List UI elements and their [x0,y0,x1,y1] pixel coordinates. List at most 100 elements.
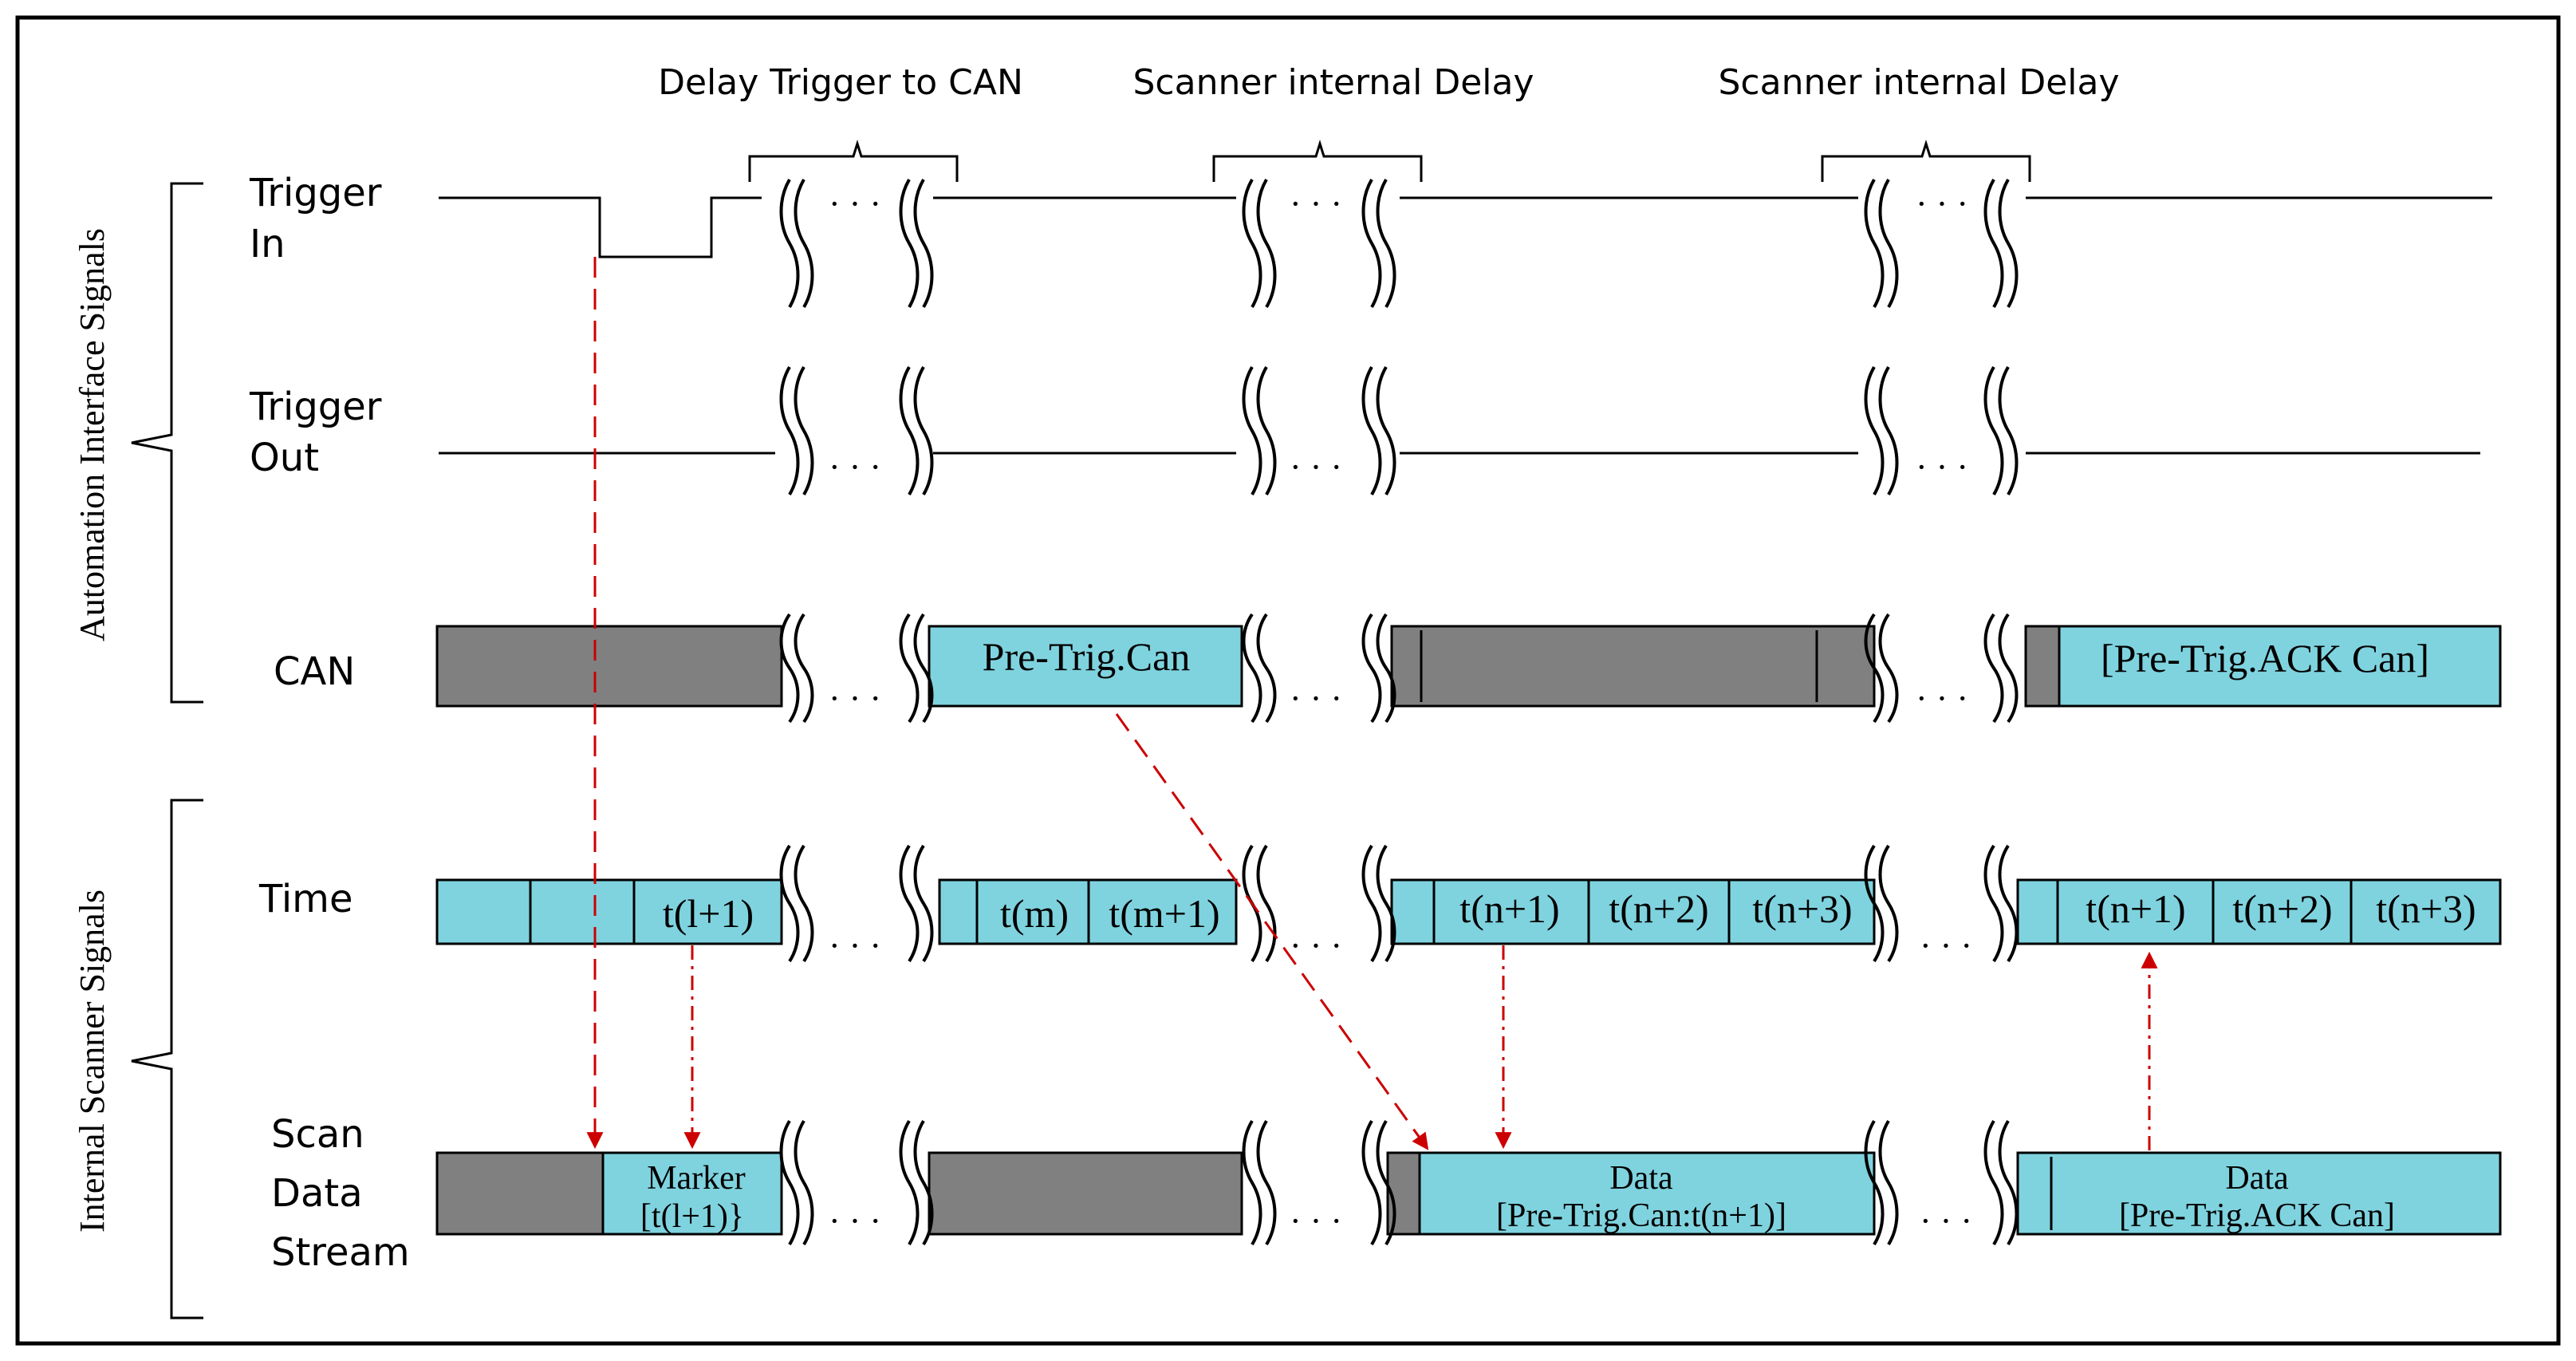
can-pre-trig-frame [928,625,1243,708]
break-wave-0-0-1 [794,178,814,309]
can-ack-frame [2058,625,2502,708]
break-dots-5: · · · [1290,448,1342,487]
break-dots-13: · · · [829,1201,881,1241]
break-wave-0-1-7 [1376,178,1396,309]
break-dots-14: · · · [1290,1201,1342,1241]
break-wave-4-1-55 [1376,1119,1396,1246]
break-dots-9: · · · [1916,679,1968,718]
break-wave-4-2-57 [1878,1119,1899,1246]
can-row [435,625,2502,708]
break-wave-3-0-38 [899,844,920,963]
break-wave-2-1-30 [1361,613,1382,724]
time-seg-4 [2016,878,2502,945]
break-wave-2-2-33 [1878,613,1899,724]
break-wave-2-1-31 [1376,613,1396,724]
trigger-out-label-2: Out [250,436,319,480]
break-dots-15: · · · [1920,1201,1972,1241]
break-dots-2: · · · [1290,184,1342,223]
time-row [435,878,2502,945]
break-wave-1-1-19 [1376,365,1396,496]
break-dots-10: · · · [829,926,881,965]
break-dots-3: · · · [1916,184,1968,223]
break-wave-0-0-3 [913,178,934,309]
scan-idle-2 [928,1151,1243,1236]
scan-data-frame-1 [1418,1151,1876,1236]
break-wave-3-1-41 [1256,844,1277,963]
trigger-in-label-2: In [250,222,286,266]
time-t-m: t(m) [1000,891,1069,936]
time-t-n1b: t(n+1) [2086,886,2185,931]
scan-data-frame-2 [2016,1151,2502,1236]
break-wave-2-0-25 [794,613,814,724]
time-seg-1 [435,878,783,945]
time-t-n2: t(n+2) [1609,886,1708,931]
data2-label-1: Data [2225,1160,2289,1197]
break-wave-4-0-51 [913,1119,934,1246]
break-wave-3-2-44 [1864,844,1885,963]
break-wave-4-1-53 [1256,1119,1277,1246]
data1-label-2: [Pre-Trig.Can:t(n+1)] [1496,1197,1786,1234]
automation-group-brace [131,182,203,704]
break-wave-4-2-56 [1864,1119,1885,1246]
break-wave-0-2-8 [1864,178,1885,309]
break-wave-2-1-29 [1256,613,1277,724]
time-t-n1: t(n+1) [1459,886,1559,931]
break-wave-4-0-48 [779,1119,800,1246]
break-wave-3-0-36 [779,844,800,963]
delay-label-1: Delay Trigger to CAN [658,62,1023,103]
time-seg-3 [1390,878,1876,945]
break-wave-2-1-28 [1242,613,1262,724]
break-wave-1-2-23 [1998,365,2019,496]
break-wave-3-0-37 [794,844,814,963]
break-wave-1-0-15 [913,365,934,496]
causal-arrows [586,257,2158,1150]
break-wave-1-1-18 [1361,365,1382,496]
break-wave-1-0-14 [899,365,920,496]
can-ack-label: [Pre-Trig.ACK Can] [2101,636,2429,680]
marker-label-1: Marker [647,1160,746,1197]
can-idle-1 [435,625,783,708]
data2-label-2: [Pre-Trig.ACK Can] [2119,1197,2395,1234]
break-wave-0-1-5 [1256,178,1277,309]
break-wave-3-2-46 [1983,844,2004,963]
can-pre-trig-label: Pre-Trig.Can [983,634,1191,679]
time-t-n3: t(n+3) [1752,886,1852,931]
break-wave-3-2-45 [1878,844,1899,963]
break-wave-1-0-12 [779,365,800,496]
break-wave-1-2-22 [1983,365,2004,496]
delay-bracket-1 [748,139,959,182]
scan-idle-1 [435,1151,605,1236]
break-wave-1-1-17 [1256,365,1277,496]
data1-label-1: Data [1609,1160,1673,1197]
break-wave-1-0-13 [794,365,814,496]
break-wave-3-1-42 [1361,844,1382,963]
break-wave-4-2-59 [1998,1119,2019,1246]
can-idle-3 [2024,625,2061,708]
time-label: Time [258,877,353,921]
delay-bracket-2 [1212,139,1423,182]
break-wave-0-1-6 [1361,178,1382,309]
break-wave-1-2-20 [1864,365,1885,496]
time-t-m1: t(m+1) [1109,891,1219,936]
delay-bracket-3 [1821,139,2031,182]
internal-group-brace [131,799,203,1320]
break-dots-12: · · · [1920,926,1972,965]
break-wave-1-2-21 [1878,365,1899,496]
time-t-n2b: t(n+2) [2232,886,2332,931]
scan-data-row [435,1151,2502,1236]
break-dots-8: · · · [1290,679,1342,718]
delay-label-3: Scanner internal Delay [1719,62,2120,103]
trigger-in-label-1: Trigger [249,171,382,215]
scan-marker-frame [601,1151,783,1236]
break-wave-0-1-4 [1242,178,1262,309]
time-t-n3b: t(n+3) [2376,886,2476,931]
break-wave-4-1-54 [1361,1119,1382,1246]
break-wave-4-0-50 [899,1119,920,1246]
can-label: CAN [274,649,355,694]
break-wave-4-2-58 [1983,1119,2004,1246]
can-idle-2 [1390,625,1876,708]
break-dots-1: · · · [829,184,881,223]
arrow-can-to-data [1115,713,1429,1150]
break-wave-0-0-0 [779,178,800,309]
